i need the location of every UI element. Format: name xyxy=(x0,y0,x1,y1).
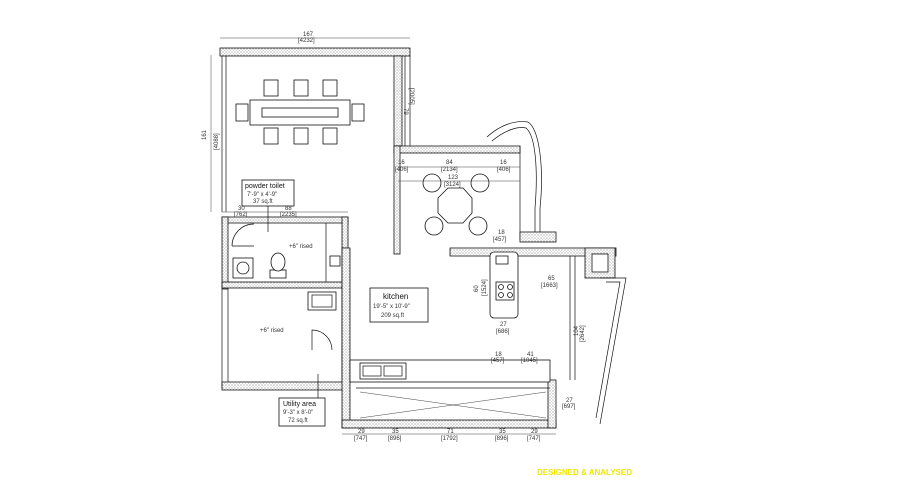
dim-bottom-35a-mm: [896] xyxy=(388,436,402,442)
dim-k-60-mm: [1524] xyxy=(482,279,488,296)
dim-k-104-mm: [2642] xyxy=(580,325,586,342)
dim-top-total: 167 xyxy=(303,32,314,38)
utility-area: +6" rised Utility area 9'-3" x 8'-0" 72 … xyxy=(221,289,349,427)
bottom-dimensions: 29 [747] 35 [896] 71 [1792] 35 [896] 29 … xyxy=(342,429,556,442)
dim-k-27: 27 xyxy=(500,322,507,328)
utility-size: 9'-3" x 8'-0" xyxy=(283,410,313,416)
dim-dining-16a-mm: [406] xyxy=(395,167,409,173)
dim-k-65: 65 xyxy=(548,276,555,282)
dim-k-18a: 18 xyxy=(498,230,505,236)
toilet-size: 7'-9" x 4'-9" xyxy=(247,192,277,198)
utility-name: Utility area xyxy=(283,401,316,408)
dim-k-27-mm: [686] xyxy=(496,329,510,335)
raised-note-2: +6" rised xyxy=(260,328,284,334)
dim-left-height-mm: [4088] xyxy=(214,133,220,150)
round-table xyxy=(422,173,490,236)
dining-table xyxy=(235,79,365,145)
dim-toilet-30-mm: [762] xyxy=(234,212,248,218)
dim-toilet-88-mm: [2235] xyxy=(280,212,297,218)
dim-k-18a-mm: [457] xyxy=(493,237,507,243)
dim-bottom-35a: 35 xyxy=(392,429,399,435)
dim-bottom-35b: 35 xyxy=(499,429,506,435)
dim-bottom-29a: 29 xyxy=(358,429,365,435)
utility-area-value: 72 sq.ft xyxy=(288,418,308,424)
dim-dining-16b: 16 xyxy=(500,160,507,166)
breakfast-area: 16 [406] 84 [2134] 16 [406] 123 [3124] 1… xyxy=(393,121,557,255)
dim-dining-16a: 16 xyxy=(398,160,405,166)
dim-bottom-29a-mm: [747] xyxy=(354,436,368,442)
dining-area: 167 [4232] 161 [4088] 79 [2005] xyxy=(202,32,414,212)
dim-top-total-mm: [4232] xyxy=(298,38,315,44)
kitchen-name: kitchen xyxy=(383,292,408,301)
credit-label: DESIGNED & ANALYSED xyxy=(537,468,632,477)
wash-basin xyxy=(232,257,254,279)
kitchen-island xyxy=(489,251,519,319)
kitchen-area-value: 209 sq.ft xyxy=(381,313,404,319)
dim-bottom-71: 71 xyxy=(447,429,454,435)
dim-k-104: 104 xyxy=(574,325,580,336)
dim-bottom-71-mm: [1792] xyxy=(441,436,458,442)
dim-dining-16b-mm: [406] xyxy=(497,167,511,173)
dim-k-27b-mm: [697] xyxy=(562,404,576,410)
raised-note-1: +6" rised xyxy=(289,244,313,250)
toilet-area: 37 sq.ft xyxy=(253,199,273,205)
kitchen-size: 19'-5" x 10'-9" xyxy=(373,304,410,310)
dim-bottom-35b-mm: [896] xyxy=(495,436,509,442)
dim-k-65-mm: [1663] xyxy=(541,283,558,289)
dim-k-41: 41 xyxy=(527,352,534,358)
dim-k-27b: 27 xyxy=(566,398,573,404)
kitchen-area: kitchen 19'-5" x 10'-9" 209 sq.ft 65 [16… xyxy=(341,247,627,429)
dim-right-height: 79 xyxy=(402,108,408,115)
toilet-fixture xyxy=(269,252,287,279)
dim-dining-84: 84 xyxy=(446,160,453,166)
dim-bottom-29b: 29 xyxy=(531,429,538,435)
dim-toilet-30: 30 xyxy=(238,206,245,212)
dim-dining-84-mm: [2134] xyxy=(441,167,458,173)
dim-dining-123: 123 xyxy=(448,175,459,181)
dim-k-18b-mm: [457] xyxy=(491,358,505,364)
dim-bottom-29b-mm: [747] xyxy=(527,436,541,442)
dim-left-height: 161 xyxy=(202,129,208,140)
toilet-name: powder toilet xyxy=(245,183,285,190)
dim-right-height-mm: [2005] xyxy=(408,88,414,105)
dim-dining-123-mm: [3124] xyxy=(444,182,461,188)
dim-toilet-88: 88 xyxy=(285,206,292,212)
dim-k-41-mm: [1045] xyxy=(521,358,538,364)
dim-k-60: 60 xyxy=(474,285,480,292)
powder-toilet: powder toilet 7'-9" x 4'-9" 37 sq.ft +6"… xyxy=(221,179,349,388)
dim-k-18b: 18 xyxy=(495,352,502,358)
